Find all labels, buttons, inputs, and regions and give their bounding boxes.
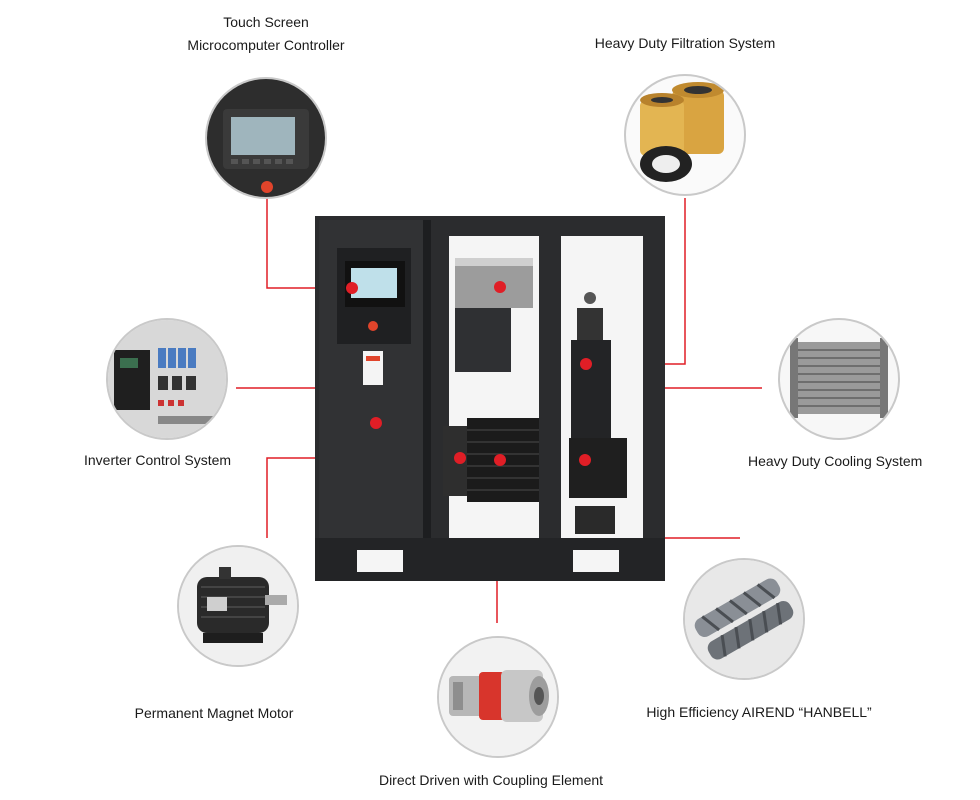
marker-airend [579, 454, 591, 466]
airend-label: High Efficiency AIREND “HANBELL” [646, 704, 872, 720]
electrical-panel-icon [108, 320, 226, 438]
airend-circle [683, 558, 805, 680]
marker-tank [494, 281, 506, 293]
filtration-circle [624, 74, 746, 196]
controller-label-line1: Touch Screen [223, 14, 309, 30]
coupling-label: Direct Driven with Coupling Element [378, 772, 604, 788]
marker-controller [346, 282, 358, 294]
marker-inverter [370, 417, 382, 429]
air-compressor-unit [315, 216, 665, 581]
screw-rotors-icon [685, 560, 803, 678]
cooling-circle [778, 318, 900, 440]
marker-filtration [580, 358, 592, 370]
marker-motor [454, 452, 466, 464]
inverter-label: Inverter Control System [84, 452, 232, 468]
marker-coupling [494, 454, 506, 466]
electric-motor-icon [179, 547, 297, 665]
controller-circle [205, 77, 327, 199]
motor-circle [177, 545, 299, 667]
cooling-label: Heavy Duty Cooling System [748, 453, 923, 469]
controller-label-line2: Microcomputer Controller [187, 37, 345, 53]
filter-cartridges-icon [640, 82, 724, 182]
inverter-circle [106, 318, 228, 440]
touch-screen-controller-icon [207, 79, 325, 197]
filtration-label: Heavy Duty Filtration System [594, 35, 776, 51]
motor-label: Permanent Magnet Motor [134, 705, 294, 721]
jaw-coupling-icon [439, 638, 557, 756]
coupling-circle [437, 636, 559, 758]
radiator-icon [790, 338, 888, 418]
